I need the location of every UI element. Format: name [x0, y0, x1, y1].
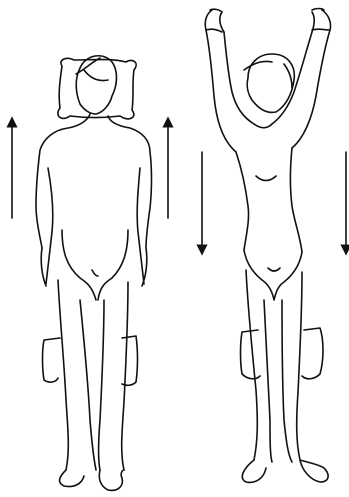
right-arm-raised: [272, 10, 331, 148]
head: [76, 56, 116, 114]
legs: [58, 280, 128, 470]
foot-block-left: [43, 338, 61, 382]
foot-block-right-right: [302, 328, 323, 379]
right-figure: [205, 9, 330, 483]
foot-block-right: [122, 336, 138, 385]
head-right: [247, 54, 294, 112]
pillow: [58, 58, 136, 118]
torso-outline: [36, 114, 152, 248]
left-figure: [36, 56, 152, 491]
torso-right: [236, 148, 302, 252]
